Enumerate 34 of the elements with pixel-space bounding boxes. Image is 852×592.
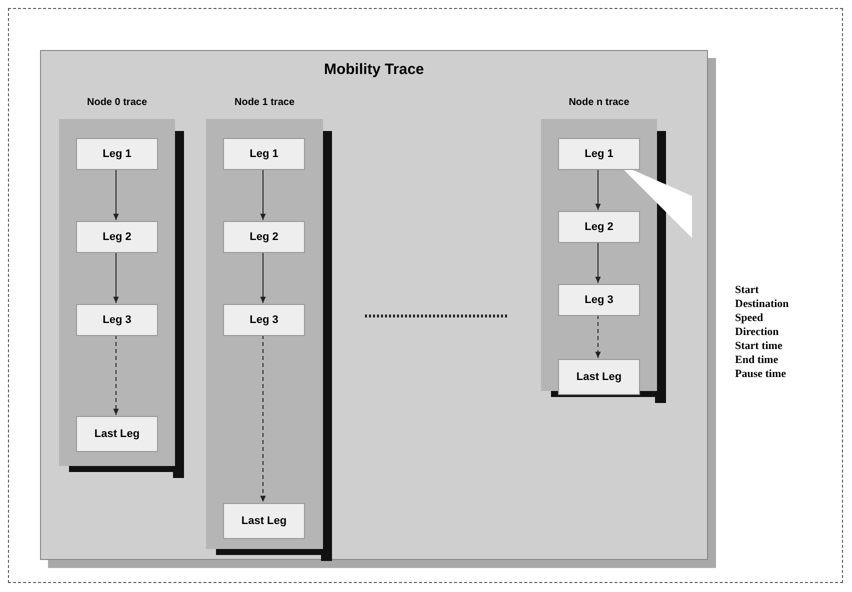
arrow: [595, 314, 601, 358]
leg-box: Leg 2: [223, 221, 305, 253]
column-heading: Node 1 trace: [233, 97, 296, 108]
field-name: Destination: [735, 297, 789, 311]
leg-box: Leg 3: [76, 304, 158, 336]
leg-box: Last Leg: [223, 503, 305, 539]
leg-box: Last Leg: [558, 359, 640, 395]
field-name: Speed: [735, 311, 764, 325]
field-name: Pause time: [735, 367, 788, 381]
leg-box: Leg 3: [558, 284, 640, 316]
leg-box: Leg 2: [558, 211, 640, 243]
leg-box: Leg 1: [558, 138, 640, 170]
field-name: Start: [735, 283, 760, 297]
field-name: Direction: [735, 325, 780, 339]
column-heading: Node 0 trace: [86, 97, 148, 108]
arrow: [595, 242, 601, 284]
arrow: [260, 334, 266, 502]
field-name: Start time: [735, 339, 784, 353]
column-heading: Node n trace: [568, 97, 630, 108]
leg-box: Last Leg: [76, 416, 158, 452]
leg-box: Leg 1: [223, 138, 305, 170]
arrow: [595, 168, 601, 210]
arrow: [113, 252, 119, 304]
panel-heading: Mobility Trace: [322, 61, 426, 78]
trace-column: [206, 95, 323, 549]
trace-column: [59, 95, 175, 466]
leg-box: Leg 3: [223, 304, 305, 336]
leg-box: Leg 2: [76, 221, 158, 253]
arrow: [113, 334, 119, 416]
arrow: [260, 252, 266, 304]
arrow: [113, 168, 119, 220]
leg-box: Leg 1: [76, 138, 158, 170]
arrow: [260, 168, 266, 220]
field-name: End time: [735, 353, 780, 367]
